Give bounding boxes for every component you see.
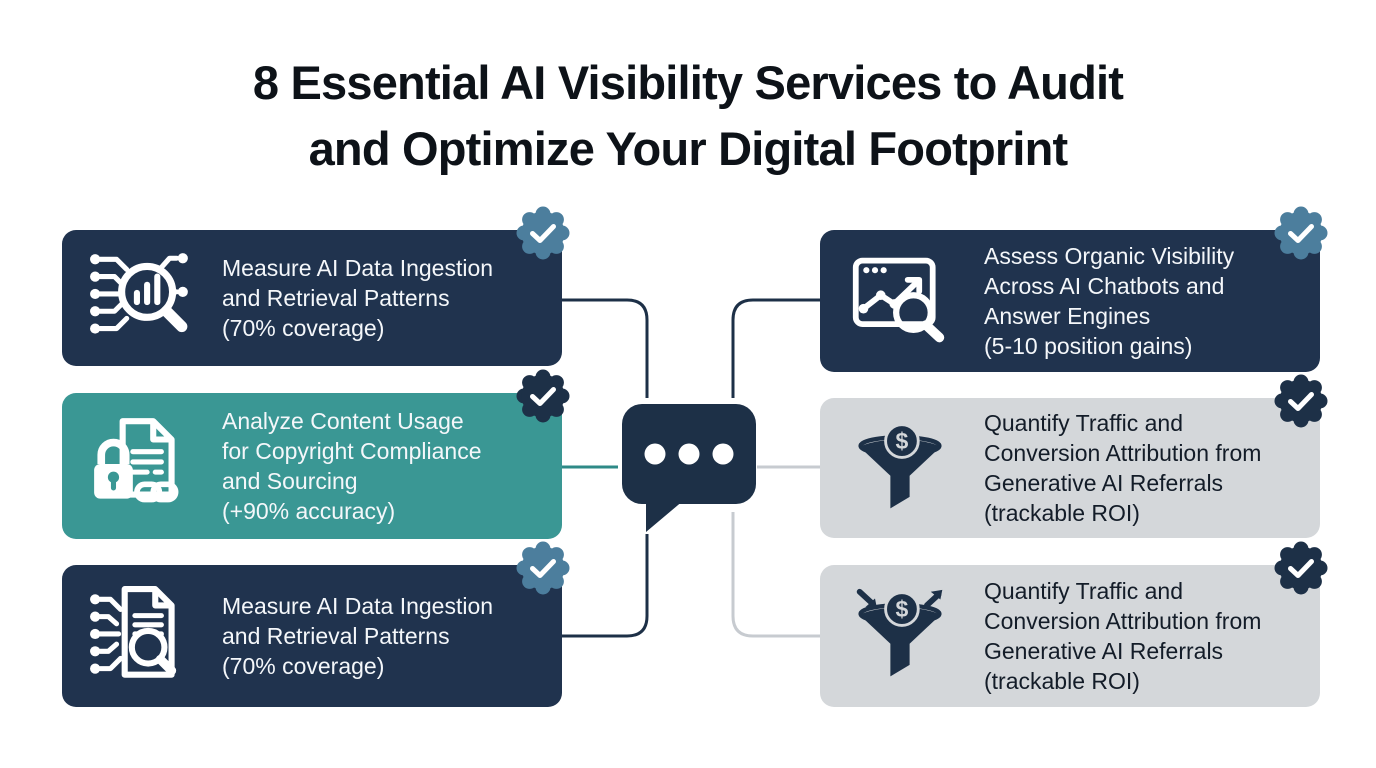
card-text: Analyze Content Usage for Copyright Comp… — [222, 408, 482, 524]
card-quantify-traffic-top: $ Quantify Traffic and Conversion Attrib… — [820, 374, 1328, 538]
checkmark-badge-icon — [1274, 206, 1328, 260]
ai-network-search-icon — [88, 245, 194, 351]
checkmark-badge-icon — [516, 206, 570, 260]
svg-text:$: $ — [896, 428, 909, 454]
page-title-line2: and Optimize Your Digital Footprint — [308, 122, 1069, 175]
funnel-dollar-icon: $ — [850, 416, 950, 520]
card-text: Quantify Traffic and Conversion Attribut… — [984, 578, 1262, 694]
card-text: Quantify Traffic and Conversion Attribut… — [984, 410, 1262, 526]
checkmark-badge-icon — [1274, 541, 1328, 595]
connector-left-top — [562, 298, 649, 398]
document-lock-link-icon — [88, 413, 194, 519]
chat-bubble-ellipsis-icon — [606, 396, 770, 546]
card-measure-ai-ingestion-bottom: Measure AI Data Ingestion and Retrieval … — [62, 541, 570, 707]
svg-text:$: $ — [896, 596, 909, 622]
page-title: 8 Essential AI Visibility Services to Au… — [0, 50, 1376, 182]
document-search-circuit-icon — [88, 583, 194, 689]
checkmark-badge-icon — [516, 369, 570, 423]
card-analyze-content-usage: Analyze Content Usage for Copyright Comp… — [62, 369, 570, 539]
card-text: Measure AI Data Ingestion and Retrieval … — [222, 255, 494, 341]
connector-left-bottom — [562, 534, 649, 638]
page-title-line1: 8 Essential AI Visibility Services to Au… — [252, 56, 1124, 109]
card-text: Assess Organic Visibility Across AI Chat… — [984, 243, 1235, 359]
card-measure-ai-ingestion-top: Measure AI Data Ingestion and Retrieval … — [62, 206, 570, 366]
browser-analytics-search-icon — [850, 249, 950, 353]
funnel-dollar-arrows-icon: $ — [850, 584, 950, 688]
connector-right-top — [731, 298, 820, 398]
checkmark-badge-icon — [516, 541, 570, 595]
card-assess-organic-visibility: Assess Organic Visibility Across AI Chat… — [820, 206, 1328, 372]
checkmark-badge-icon — [1274, 374, 1328, 428]
card-text: Measure AI Data Ingestion and Retrieval … — [222, 593, 494, 679]
card-quantify-traffic-bottom: $ Quantify Traffic and Conversion Attrib… — [820, 541, 1328, 707]
